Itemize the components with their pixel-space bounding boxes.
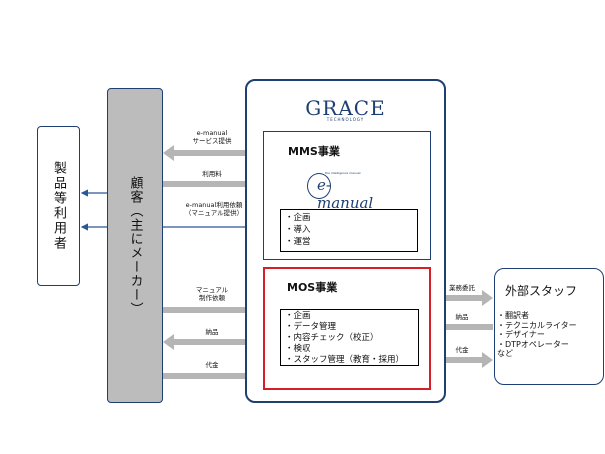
- grace-logo-name: GRACE: [305, 96, 386, 120]
- staff-title: 外部スタッフ: [505, 284, 578, 298]
- staff-item: ・DTPオペレーター: [497, 339, 569, 349]
- label-emanual-service: e-manual サービス提供: [172, 129, 252, 145]
- staff-item: など: [497, 349, 513, 358]
- label-manual-order-line1: マニュアル: [195, 286, 229, 294]
- label-emanual-order-line2: （マニュアル提供）: [184, 209, 244, 217]
- label-fee-left: 代金: [205, 361, 219, 369]
- emanual-logo: the intelligence manual e-manual: [307, 170, 381, 212]
- mos-item: ・スタッフ管理（教育・採用）: [285, 355, 405, 365]
- users-label: 製品等利用者: [51, 161, 66, 251]
- staff-item: ・翻訳者: [497, 311, 529, 320]
- mos-item: ・内容チェック（校正）: [285, 333, 379, 343]
- mms-item: ・導入: [285, 225, 311, 235]
- mos-item: ・企画: [285, 311, 311, 321]
- arrow-usage-fee: [163, 176, 263, 192]
- arrow-delivery-right: [431, 319, 493, 335]
- arrow-fee-left: [163, 368, 263, 384]
- customer-label: 顧客（主にメーカー）: [127, 175, 143, 316]
- label-emanual-order-line1: e-manual利用依頼: [185, 201, 243, 209]
- mms-item: ・企画: [285, 213, 311, 223]
- gray-arrows: [163, 145, 493, 384]
- label-manual-order-line2: 制作依頼: [199, 294, 225, 302]
- label-fee-right: 代金: [455, 346, 469, 354]
- customer-box: 顧客（主にメーカー）: [107, 88, 163, 403]
- staff-item: ・デザイナー: [497, 330, 545, 339]
- staff-item: ・テクニカルライター: [497, 320, 577, 330]
- label-delivery-left: 納品: [205, 328, 219, 336]
- emanual-logo-tag: the intelligence manual: [325, 171, 361, 175]
- users-box: 製品等利用者: [37, 126, 80, 286]
- arrow-emanual-service: [163, 145, 263, 161]
- label-usage-fee: 利用料: [202, 170, 222, 178]
- label-emanual-service-line2: サービス提供: [192, 137, 232, 145]
- mos-title: MOS事業: [287, 281, 338, 294]
- label-emanual-order: e-manual利用依頼 （マニュアル提供）: [166, 201, 262, 217]
- arrow-delivery-left: [163, 334, 263, 350]
- grace-logo: GRACE TECHNOLOGY: [247, 96, 444, 122]
- mms-title: MMS事業: [288, 145, 340, 158]
- grace-logo-sub: TECHNOLOGY: [326, 117, 365, 122]
- mos-item: ・データ管理: [285, 322, 337, 332]
- label-outsourcing: 業務委託: [449, 284, 475, 292]
- mos-item: ・検収: [285, 344, 311, 354]
- arrow-outsourcing: [431, 290, 493, 306]
- arrow-manual-order: [163, 302, 263, 318]
- mms-items-box: ・企画 ・導入 ・運営: [280, 209, 418, 252]
- staff-box: [494, 268, 604, 385]
- label-emanual-service-line1: e-manual: [196, 129, 228, 137]
- mos-items-box: ・企画 ・データ管理 ・内容チェック（校正） ・検収 ・スタッフ管理（教育・採用…: [280, 309, 419, 366]
- label-delivery-right: 納品: [455, 313, 469, 321]
- emanual-logo-word: e-manual: [317, 176, 374, 212]
- mms-item: ・運営: [285, 237, 311, 247]
- staff-items: ・翻訳者 ・テクニカルライター ・デザイナー ・DTPオペレーター など: [497, 311, 577, 359]
- arrow-fee-right: [431, 352, 493, 368]
- label-manual-order: マニュアル 制作依頼: [172, 286, 252, 302]
- emanual-logo-ring: [307, 173, 331, 199]
